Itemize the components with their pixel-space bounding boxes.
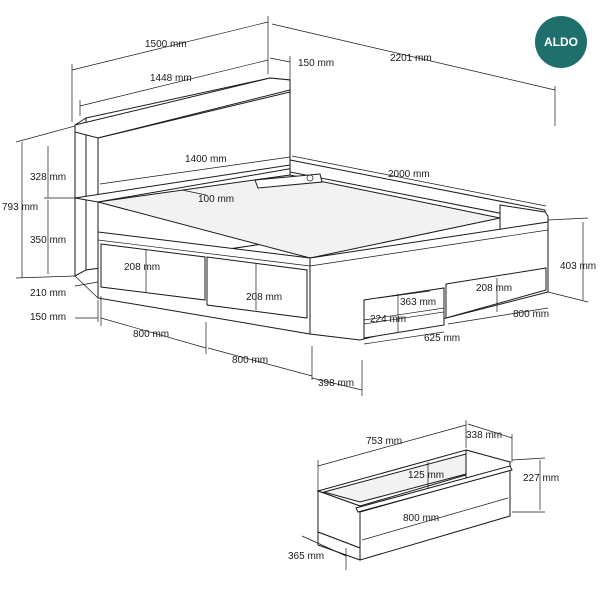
cubby-shelf	[363, 307, 445, 325]
drawer-base	[317, 531, 361, 561]
dim-2000: 2000 mm	[388, 169, 430, 180]
dim-403: 403 mm	[560, 261, 596, 272]
dim-398: 398 mm	[318, 378, 354, 389]
dim-1400: 1400 mm	[185, 154, 227, 165]
dim-753: 753 mm	[366, 436, 402, 447]
drawer-front-2	[206, 256, 308, 319]
drawer-dimension-lines	[301, 420, 546, 570]
dim-365: 365 mm	[288, 551, 324, 562]
dim-224: 224 mm	[370, 314, 406, 325]
logo-text: ALDO	[544, 35, 578, 49]
foot-end-top-edge	[309, 229, 549, 267]
bed-base	[97, 174, 501, 259]
open-cubby	[363, 287, 445, 339]
dim-800-front-b: 800 mm	[232, 355, 268, 366]
dim-350: 350 mm	[30, 235, 66, 246]
dim-1500: 1500 mm	[145, 39, 187, 50]
dim-793: 793 mm	[2, 202, 38, 213]
bed-frame	[74, 77, 549, 341]
dim-208-b: 208 mm	[246, 292, 282, 303]
dim-227: 227 mm	[523, 473, 559, 484]
rail-top-edge	[97, 239, 311, 267]
support-bar	[254, 173, 323, 189]
dim-208-a: 208 mm	[124, 262, 160, 273]
dim-800-front-a: 800 mm	[133, 329, 169, 340]
dim-1448: 1448 mm	[150, 73, 192, 84]
dim-328: 328 mm	[30, 172, 66, 183]
post-bottom	[74, 275, 99, 299]
drawer-front-top	[355, 465, 513, 513]
foot-drawer-front	[445, 267, 547, 319]
dim-150-top: 150 mm	[298, 58, 334, 69]
dim-125: 125 mm	[408, 470, 444, 481]
support-bolt	[306, 174, 314, 182]
drawer-dimension-labels: 753 mm 338 mm 125 mm 227 mm 800 mm 365 m…	[288, 430, 559, 562]
bed-dimension-lines	[15, 16, 589, 396]
dim-800-side: 800 mm	[513, 309, 549, 320]
dim-2201: 2201 mm	[390, 53, 432, 64]
drawer-front-1	[100, 243, 206, 301]
drawer-detail	[316, 449, 513, 561]
bed-dimension-labels: 1500 mm 150 mm 2201 mm 1448 mm 793 mm 32…	[2, 39, 596, 389]
dim-210: 210 mm	[30, 288, 66, 299]
dim-625: 625 mm	[424, 333, 460, 344]
dim-150-bottom: 150 mm	[30, 312, 66, 323]
headboard-top-shelf	[74, 77, 291, 139]
dim-800-drawer: 800 mm	[403, 513, 439, 524]
dim-363: 363 mm	[400, 297, 436, 308]
brand-logo: ALDO	[535, 16, 587, 68]
dim-208-c: 208 mm	[476, 283, 512, 294]
dim-338: 338 mm	[466, 430, 502, 441]
dim-100: 100 mm	[198, 194, 234, 205]
logo-badge	[535, 16, 587, 68]
